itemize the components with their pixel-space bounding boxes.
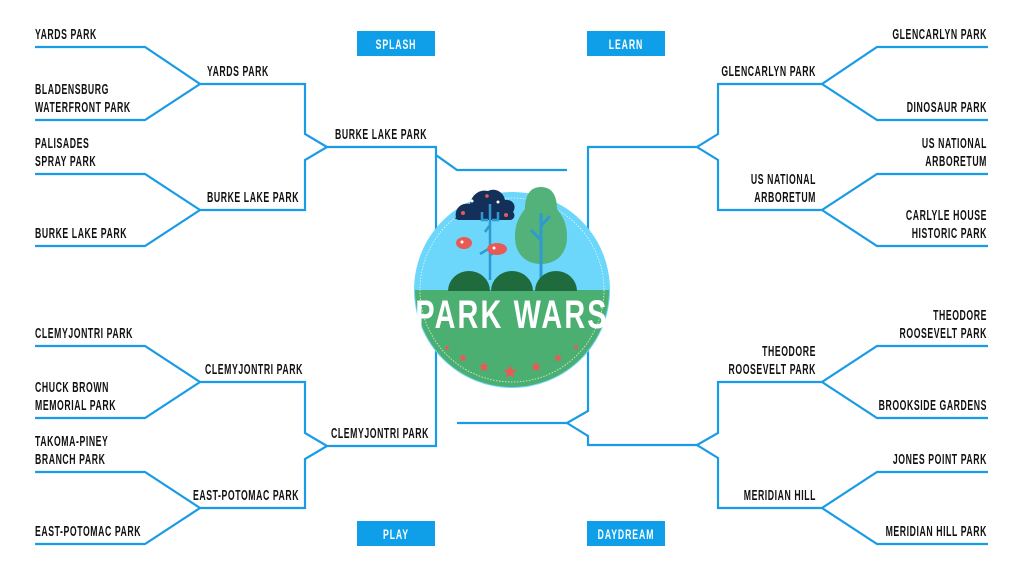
team-label: CARLYLE HOUSE — [906, 207, 987, 224]
team-label: THEODORE — [762, 343, 816, 360]
team-label: US NATIONAL — [751, 171, 816, 188]
team-label: MERIDIAN HILL — [744, 487, 816, 504]
category-splash[interactable]: SPLASH — [357, 31, 435, 56]
team-label: BROOKSIDE GARDENS — [879, 397, 987, 414]
star-icon — [444, 345, 450, 351]
team-label: JONES POINT PARK — [893, 451, 987, 468]
bracket-line — [457, 145, 697, 425]
team-label: ROOSEVELT PARK — [729, 361, 816, 378]
star-icon — [553, 353, 563, 362]
category-play[interactable]: PLAY — [357, 521, 435, 546]
star-icon — [458, 353, 468, 362]
category-learn[interactable]: LEARN — [587, 31, 665, 56]
team-label: WATERFRONT PARK — [35, 99, 131, 116]
team-label: GLENCARLYN PARK — [892, 26, 987, 43]
bracket-line — [200, 380, 330, 510]
category-label: SPLASH — [376, 37, 417, 53]
team-label: CLEMYJONTRI PARK — [331, 425, 429, 442]
team-label: GLENCARLYN PARK — [721, 63, 816, 80]
team-label: SPRAY PARK — [35, 153, 96, 170]
team-label: US NATIONAL — [922, 135, 987, 152]
category-daydream[interactable]: DAYDREAM — [587, 521, 665, 546]
team-label: ROOSEVELT PARK — [900, 325, 987, 342]
hills — [448, 271, 577, 291]
team-label: CLEMYJONTRI PARK — [205, 361, 303, 378]
team-label: MERIDIAN HILL PARK — [886, 523, 987, 540]
bracket-lines — [35, 45, 988, 546]
team-label: BURKE LAKE PARK — [335, 126, 427, 143]
bracket-line — [566, 422, 697, 447]
team-label: BRANCH PARK — [35, 451, 105, 468]
stars — [444, 344, 579, 378]
team-label: THEODORE — [933, 307, 987, 324]
team-label: DINOSAUR PARK — [907, 99, 987, 116]
team-label: BLADENSBURG — [35, 81, 109, 98]
tree-navy-icon — [454, 189, 515, 280]
star-icon — [478, 361, 490, 372]
team-label: ARBORETUM — [754, 189, 816, 206]
team-label: YARDS PARK — [35, 26, 97, 43]
category-label: PLAY — [383, 527, 409, 543]
team-label: EAST-POTOMAC PARK — [193, 487, 299, 504]
bracket-line — [327, 145, 567, 172]
team-label: ARBORETUM — [925, 153, 987, 170]
category-label: LEARN — [609, 37, 643, 53]
team-label: MEMORIAL PARK — [35, 397, 116, 414]
team-label: BURKE LAKE PARK — [207, 189, 299, 206]
star-icon — [530, 361, 542, 372]
team-label: TAKOMA-PINEY — [35, 433, 108, 450]
team-label: CLEMYJONTRI PARK — [35, 325, 133, 342]
team-label: CHUCK BROWN — [35, 379, 109, 396]
star-icon — [573, 344, 579, 350]
team-label: HISTORIC PARK — [912, 225, 987, 242]
team-label: YARDS PARK — [207, 63, 269, 80]
tree-green-icon — [515, 187, 567, 280]
logo-title: PARK WARS — [415, 292, 608, 337]
category-label: DAYDREAM — [598, 527, 655, 543]
team-label: PALISADES — [35, 135, 89, 152]
mushroom-icon — [456, 237, 507, 255]
team-label: BURKE LAKE PARK — [35, 225, 127, 242]
star-icon — [503, 365, 517, 378]
team-label: EAST-POTOMAC PARK — [35, 523, 141, 540]
